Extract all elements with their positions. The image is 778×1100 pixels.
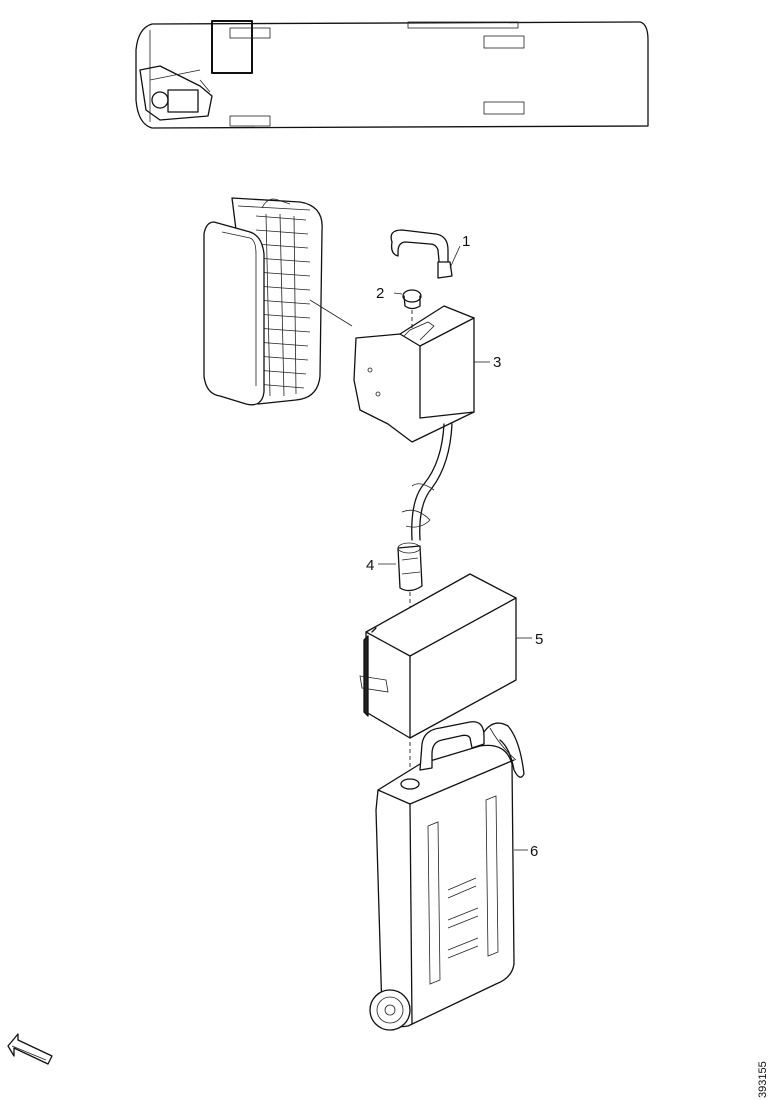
- part-4-pump: [378, 542, 423, 612]
- callout-6: 6: [530, 843, 538, 860]
- document-number: 393155: [757, 1061, 769, 1098]
- callout-2: 2: [376, 285, 384, 302]
- filter-panel: [203, 197, 353, 406]
- connecting-hose: [401, 423, 453, 541]
- direction-arrow-icon: [7, 1033, 53, 1065]
- part-1-handle: [390, 229, 461, 279]
- vehicle-overview: [135, 20, 649, 129]
- part-3-reservoir: [353, 305, 490, 443]
- part-5-box: [359, 573, 532, 770]
- callout-4: 4: [366, 557, 374, 574]
- part-6-canister: [369, 721, 528, 1031]
- callout-5: 5: [535, 631, 543, 648]
- part-2-cap: [393, 289, 422, 330]
- callout-1: 1: [462, 233, 470, 250]
- callout-3: 3: [493, 354, 501, 371]
